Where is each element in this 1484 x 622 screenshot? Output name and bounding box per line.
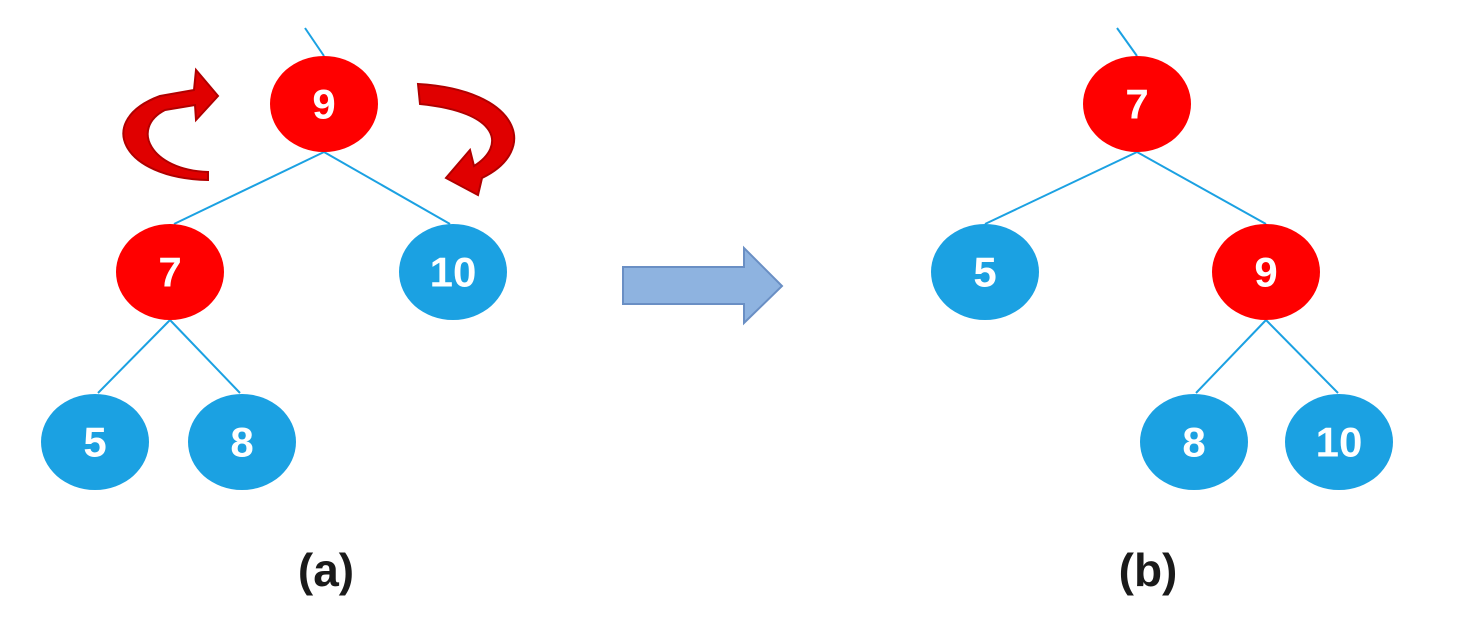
node-label: 8 — [1182, 419, 1205, 466]
edge-7-to-5 — [97, 319, 171, 394]
node-label: 9 — [1254, 249, 1277, 296]
node-label: 7 — [1125, 81, 1148, 128]
tree-node: 9 — [270, 56, 378, 152]
tree-node: 5 — [41, 394, 149, 490]
tree-node: 10 — [1285, 394, 1393, 490]
node-label: 10 — [430, 249, 477, 296]
edge-9-to-10 — [1265, 319, 1339, 394]
edge-7-to-9 — [1136, 151, 1267, 225]
tree-node: 10 — [399, 224, 507, 320]
node-label: 7 — [158, 249, 181, 296]
caption-a: (a) — [298, 544, 354, 596]
tree-node: 8 — [188, 394, 296, 490]
rotate-left-arrow-icon — [122, 67, 220, 182]
node-label: 10 — [1316, 419, 1363, 466]
tree-node: 8 — [1140, 394, 1248, 490]
panel-a: 9 7 10 5 8 (a) — [41, 27, 516, 596]
edge-9-to-7 — [173, 151, 325, 225]
rotate-right-arrow-icon — [416, 82, 516, 197]
edge-9-to-8 — [1195, 319, 1267, 394]
tree-node: 5 — [931, 224, 1039, 320]
edge-7-to-8 — [169, 319, 241, 394]
caption-b: (b) — [1119, 544, 1178, 596]
node-label: 8 — [230, 419, 253, 466]
tree-node: 9 — [1212, 224, 1320, 320]
edge-7-to-5 — [984, 151, 1138, 225]
tree-node: 7 — [1083, 56, 1191, 152]
node-label: 9 — [312, 81, 335, 128]
tree-node: 7 — [116, 224, 224, 320]
panel-b: 7 5 9 8 10 (b) — [931, 27, 1393, 596]
edge-parent-to-9 — [304, 27, 325, 57]
edge-9-to-10 — [323, 151, 451, 225]
node-label: 5 — [83, 419, 106, 466]
right-arrow-icon — [622, 245, 784, 326]
node-label: 5 — [973, 249, 996, 296]
edge-parent-to-7 — [1116, 27, 1138, 57]
